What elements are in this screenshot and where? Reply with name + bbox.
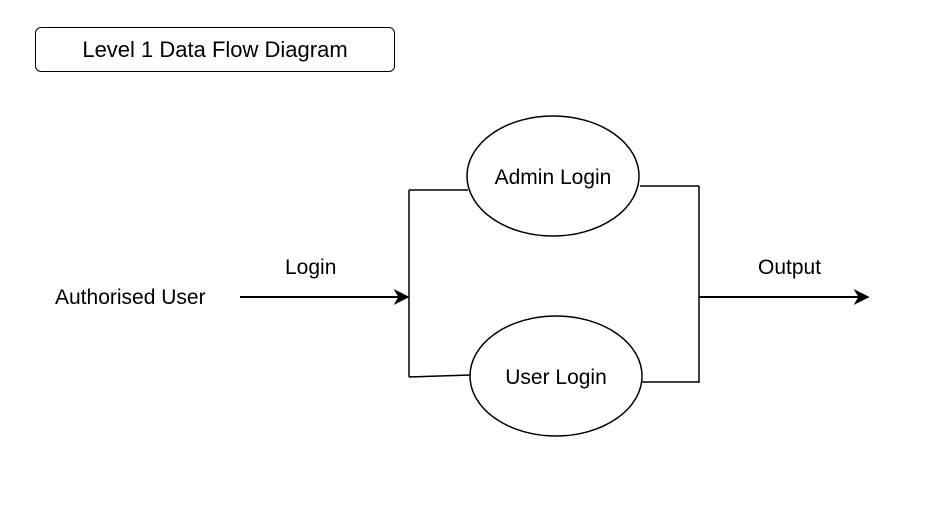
process-user-login-label: User Login (505, 366, 607, 389)
entity-authorised-user: Authorised User (55, 286, 206, 309)
output-flow-label: Output (758, 256, 821, 279)
diagram-title-box: Level 1 Data Flow Diagram (35, 27, 395, 72)
connector-to-user-login (408, 374, 471, 378)
diagram-title: Level 1 Data Flow Diagram (82, 36, 348, 62)
process-user-login (469, 315, 643, 437)
process-admin-login (466, 115, 640, 237)
input-flow-label: Login (285, 256, 336, 279)
process-admin-login-label: Admin Login (495, 166, 612, 189)
